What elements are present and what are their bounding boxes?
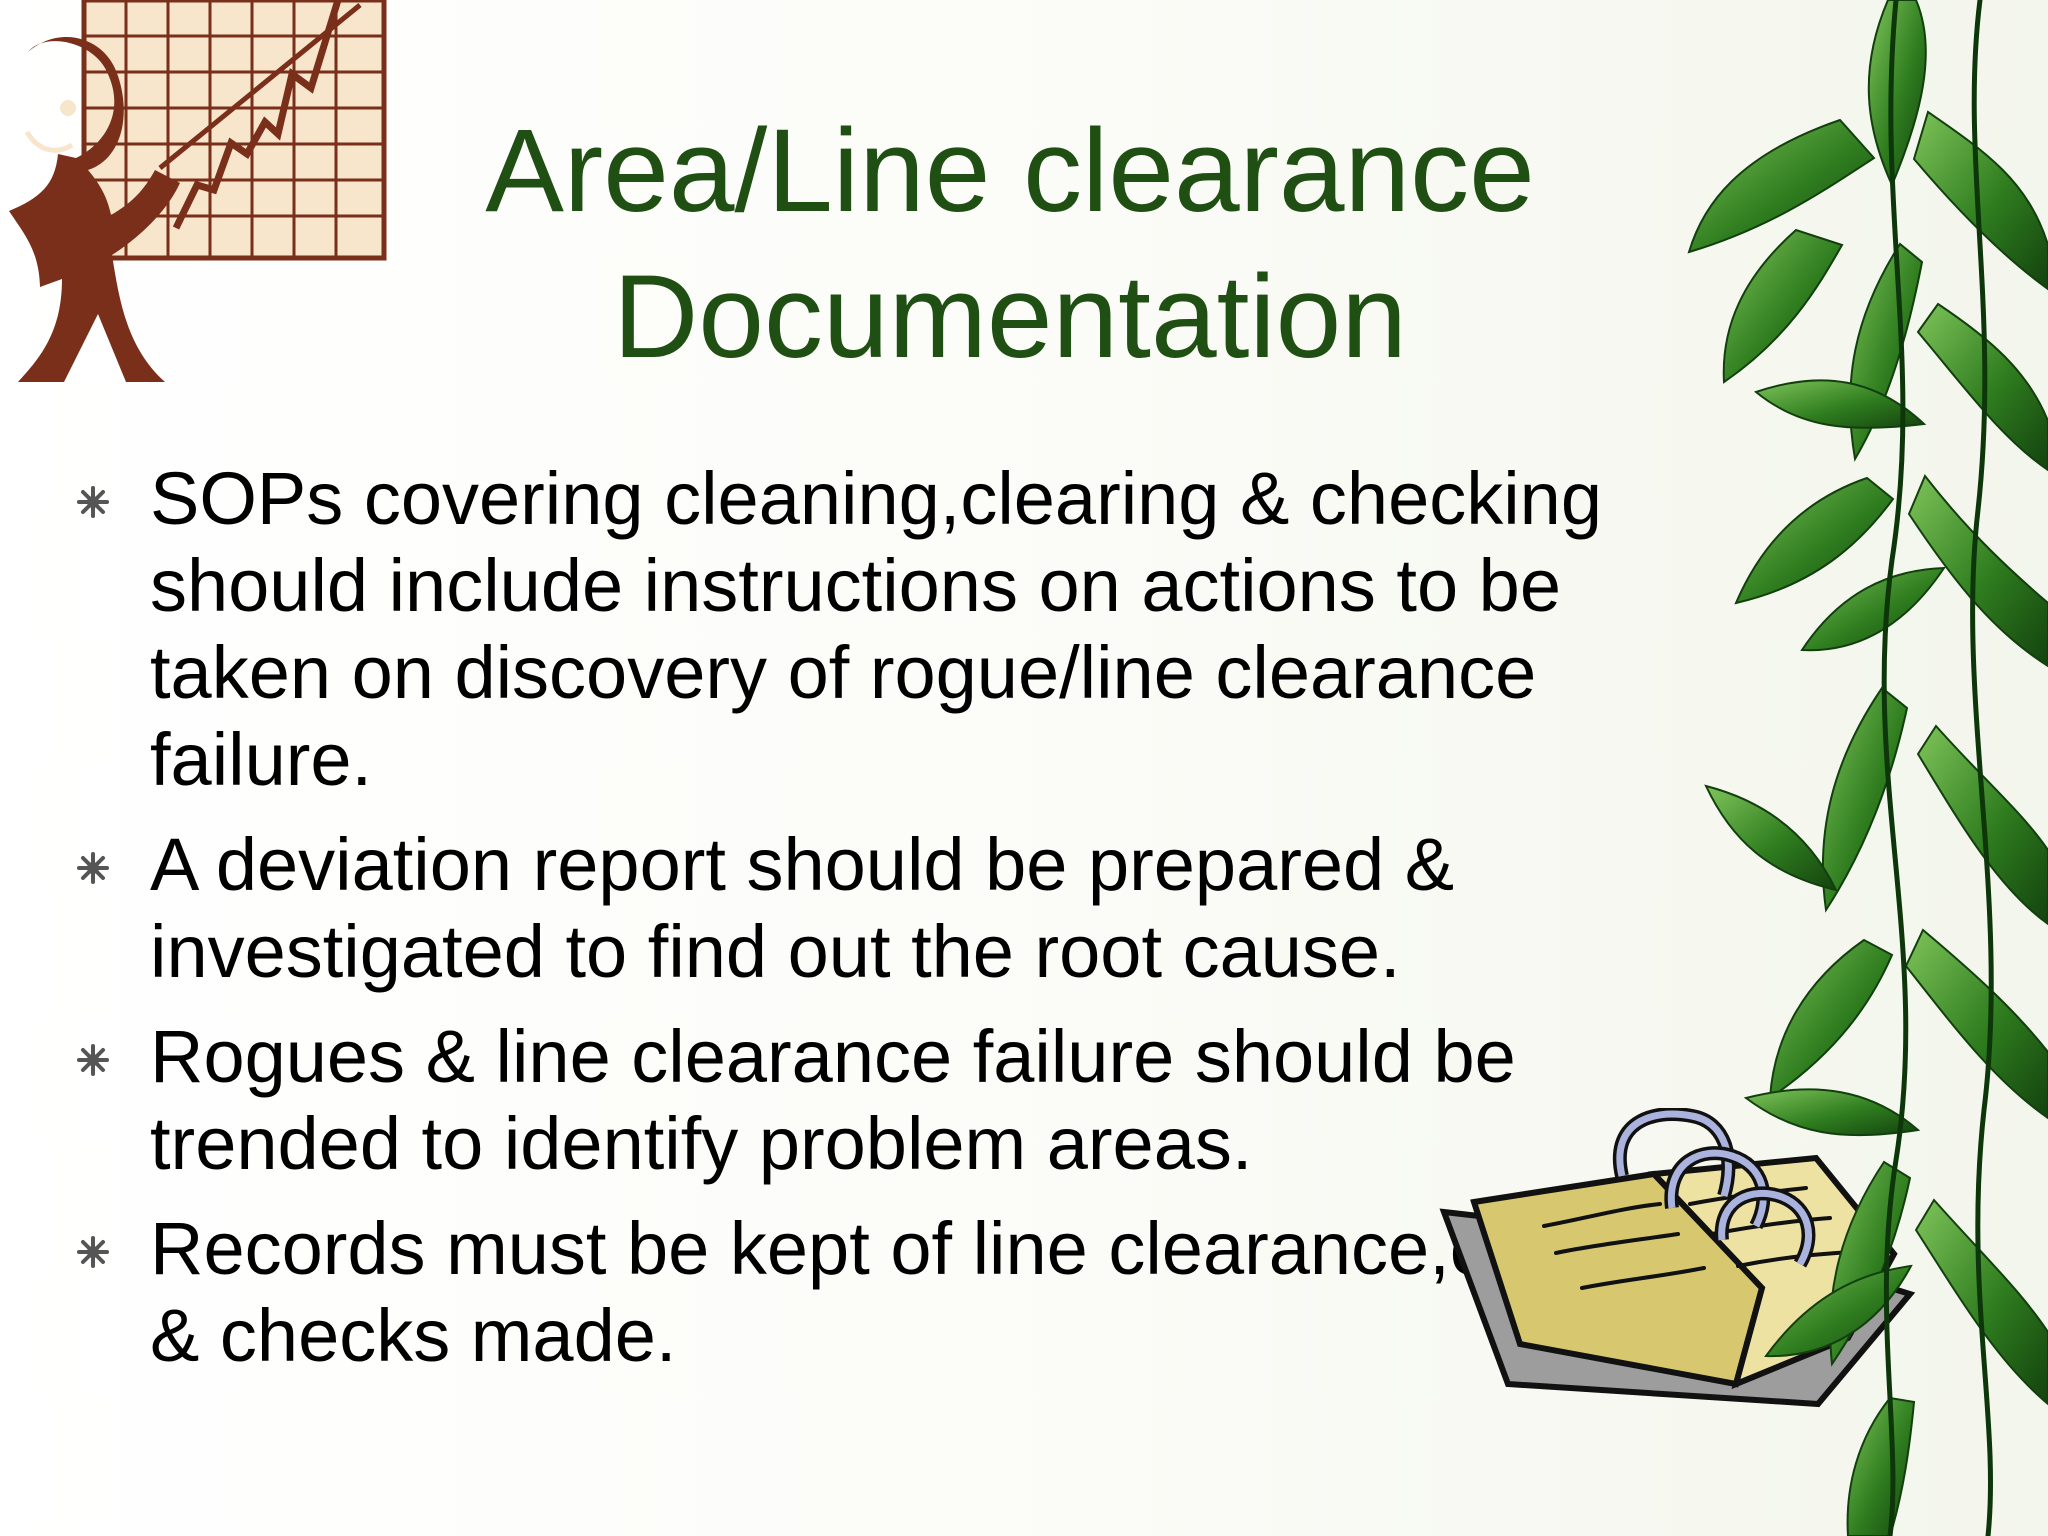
star-bullet-icon: [77, 1236, 109, 1268]
bullet-list: SOPs covering cleaning,clearing & checki…: [76, 455, 1756, 1397]
bullet-item-sops: SOPs covering cleaning,clearing & checki…: [76, 455, 1756, 803]
presenter-chart-icon: [9, 0, 387, 383]
bullet-text-trending: Rogues & line clearance failure should b…: [150, 1015, 1516, 1185]
bullet-item-deviation-report: A deviation report should be prepared & …: [76, 821, 1756, 995]
bullet-text-deviation-report: A deviation report should be prepared & …: [150, 823, 1455, 993]
bullet-text-sops: SOPs covering cleaning,clearing & checki…: [150, 457, 1602, 801]
star-bullet-icon: [77, 852, 109, 884]
bullet-item-trending: Rogues & line clearance failure should b…: [76, 1013, 1756, 1187]
slide-title: Area/Line clearance Documentation: [420, 98, 1600, 390]
title-line-2: Documentation: [613, 251, 1407, 383]
title-line-1: Area/Line clearance: [485, 105, 1535, 237]
spiral-notebook-icon: [1439, 1108, 1916, 1408]
star-bullet-icon: [77, 486, 109, 518]
star-bullet-icon: [77, 1044, 109, 1076]
bamboo-leaves-icon: [1687, 0, 2048, 1536]
